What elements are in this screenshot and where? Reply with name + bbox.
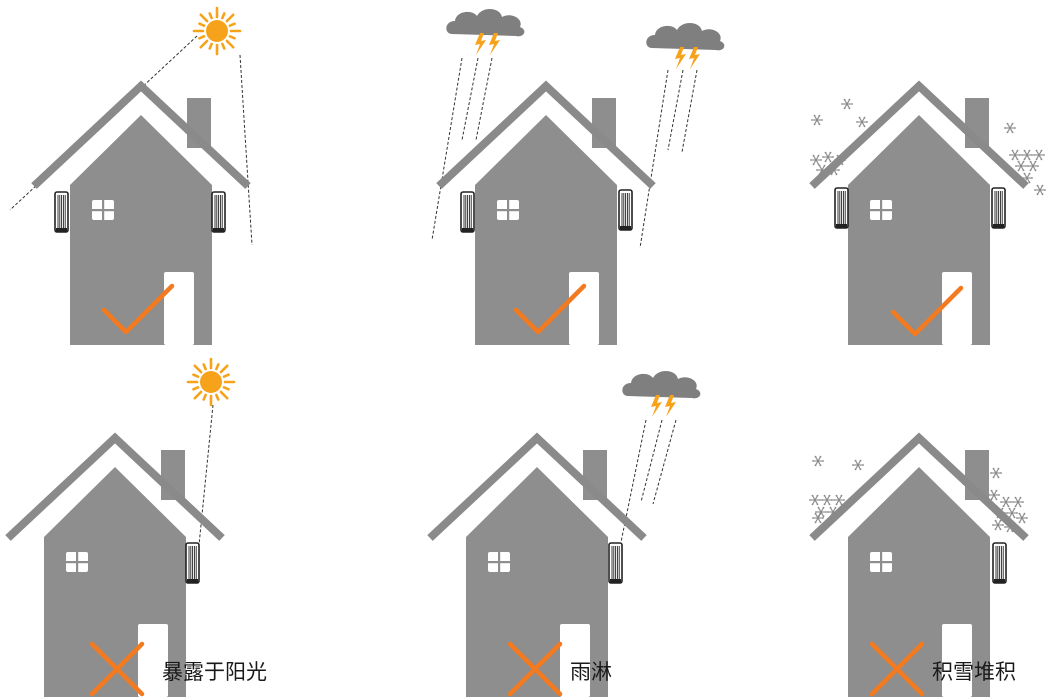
snowflake-icon (1009, 149, 1021, 161)
rain-line (461, 57, 479, 141)
window (497, 200, 519, 220)
snowflake-icon (834, 154, 846, 166)
inverter-left (54, 191, 69, 233)
cloud-icon (646, 22, 725, 69)
snowflake-icon (988, 489, 1000, 501)
door (942, 272, 972, 345)
window (870, 200, 892, 220)
inverter-exposed (185, 542, 200, 584)
snowflake-icon (990, 467, 1002, 479)
caption-rain: 雨淋 (570, 660, 612, 684)
lightning-icon (675, 47, 686, 69)
snowflake-icon (994, 507, 1006, 519)
snowflake-icon (1006, 507, 1018, 519)
caption-snow: 积雪堆积 (932, 660, 1016, 684)
roof-eaves (31, 80, 251, 189)
inverter-exposed (992, 542, 1007, 584)
roof-eaves (809, 80, 1029, 189)
rain-line (431, 57, 463, 241)
lightning-icon (651, 395, 662, 417)
snowflake-icon (1027, 160, 1039, 172)
snowflake-icon (1021, 149, 1033, 161)
lightning-icon (489, 33, 500, 55)
snowflake-icon (856, 116, 868, 128)
cloud-icon (622, 370, 701, 417)
panel-sun-ok (9, 6, 253, 345)
window (870, 552, 892, 572)
roof-eaves (427, 432, 647, 541)
sun-icon (192, 6, 242, 56)
roof-eaves (436, 80, 656, 189)
panel-rain-bad (427, 370, 701, 697)
sun-icon (186, 357, 236, 407)
panel-sun-bad (5, 357, 236, 697)
inverter-right (991, 187, 1006, 229)
check-mark-icon (101, 283, 175, 335)
roof-eaves (809, 432, 1029, 541)
check-mark-icon (513, 283, 587, 335)
panel-rain-ok (431, 8, 725, 345)
snowflake-icon (841, 98, 853, 110)
snowflake-icon (821, 494, 833, 506)
snowflake-icon (816, 164, 828, 176)
cloud-icon (446, 8, 525, 55)
snowflake-icon (828, 164, 840, 176)
inverter-left (460, 191, 475, 233)
lightning-icon (475, 33, 486, 55)
snowflake-icon (1004, 521, 1016, 533)
caption-sun-exposure: 暴露于阳光 (162, 660, 267, 684)
snowflake-icon (822, 151, 834, 163)
door (560, 624, 590, 697)
snowflake-icon (833, 494, 845, 506)
panel-snow-ok (809, 80, 1046, 345)
panel-snow-bad (809, 432, 1029, 697)
snowflake-icon (1012, 496, 1024, 508)
rain-line (652, 419, 677, 505)
inverter-left (834, 187, 849, 229)
door (942, 624, 972, 697)
rain-line (475, 57, 493, 141)
snowflake-icon (812, 512, 824, 524)
snowflake-icon (1021, 172, 1033, 184)
lightning-icon (689, 47, 700, 69)
rain-line (640, 419, 663, 503)
snowflake-icon (1004, 122, 1016, 134)
check-mark-icon (890, 285, 964, 337)
rain-line (681, 69, 698, 153)
cross-mark-icon (89, 641, 145, 697)
snowflake-icon (827, 506, 839, 518)
snowflake-icon (812, 455, 824, 467)
snowflake-icon (992, 519, 1004, 531)
snowflake-icon (1016, 512, 1028, 524)
snowflake-icon (1000, 496, 1012, 508)
sun-ray-line (239, 54, 253, 246)
lightning-icon (665, 395, 676, 417)
window (92, 200, 114, 220)
snowflake-icon (811, 114, 823, 126)
door (164, 272, 194, 345)
snowflake-icon (852, 459, 864, 471)
door (138, 624, 168, 697)
snowflake-icon (1015, 160, 1027, 172)
window (66, 552, 88, 572)
snowflake-icon (1034, 184, 1046, 196)
snowflake-icon (809, 494, 821, 506)
inverter-right (211, 191, 226, 233)
cross-mark-icon (869, 641, 925, 697)
inverter-right (618, 189, 633, 231)
snowflake-icon (810, 154, 822, 166)
cross-mark-icon (507, 641, 563, 697)
door (569, 272, 599, 345)
rain-line (667, 69, 684, 151)
roof-eaves (5, 432, 225, 541)
inverter-exposed (608, 542, 623, 584)
window (488, 552, 510, 572)
rain-line (620, 419, 647, 543)
rain-line (639, 69, 669, 249)
snowflake-icon (1033, 149, 1045, 161)
